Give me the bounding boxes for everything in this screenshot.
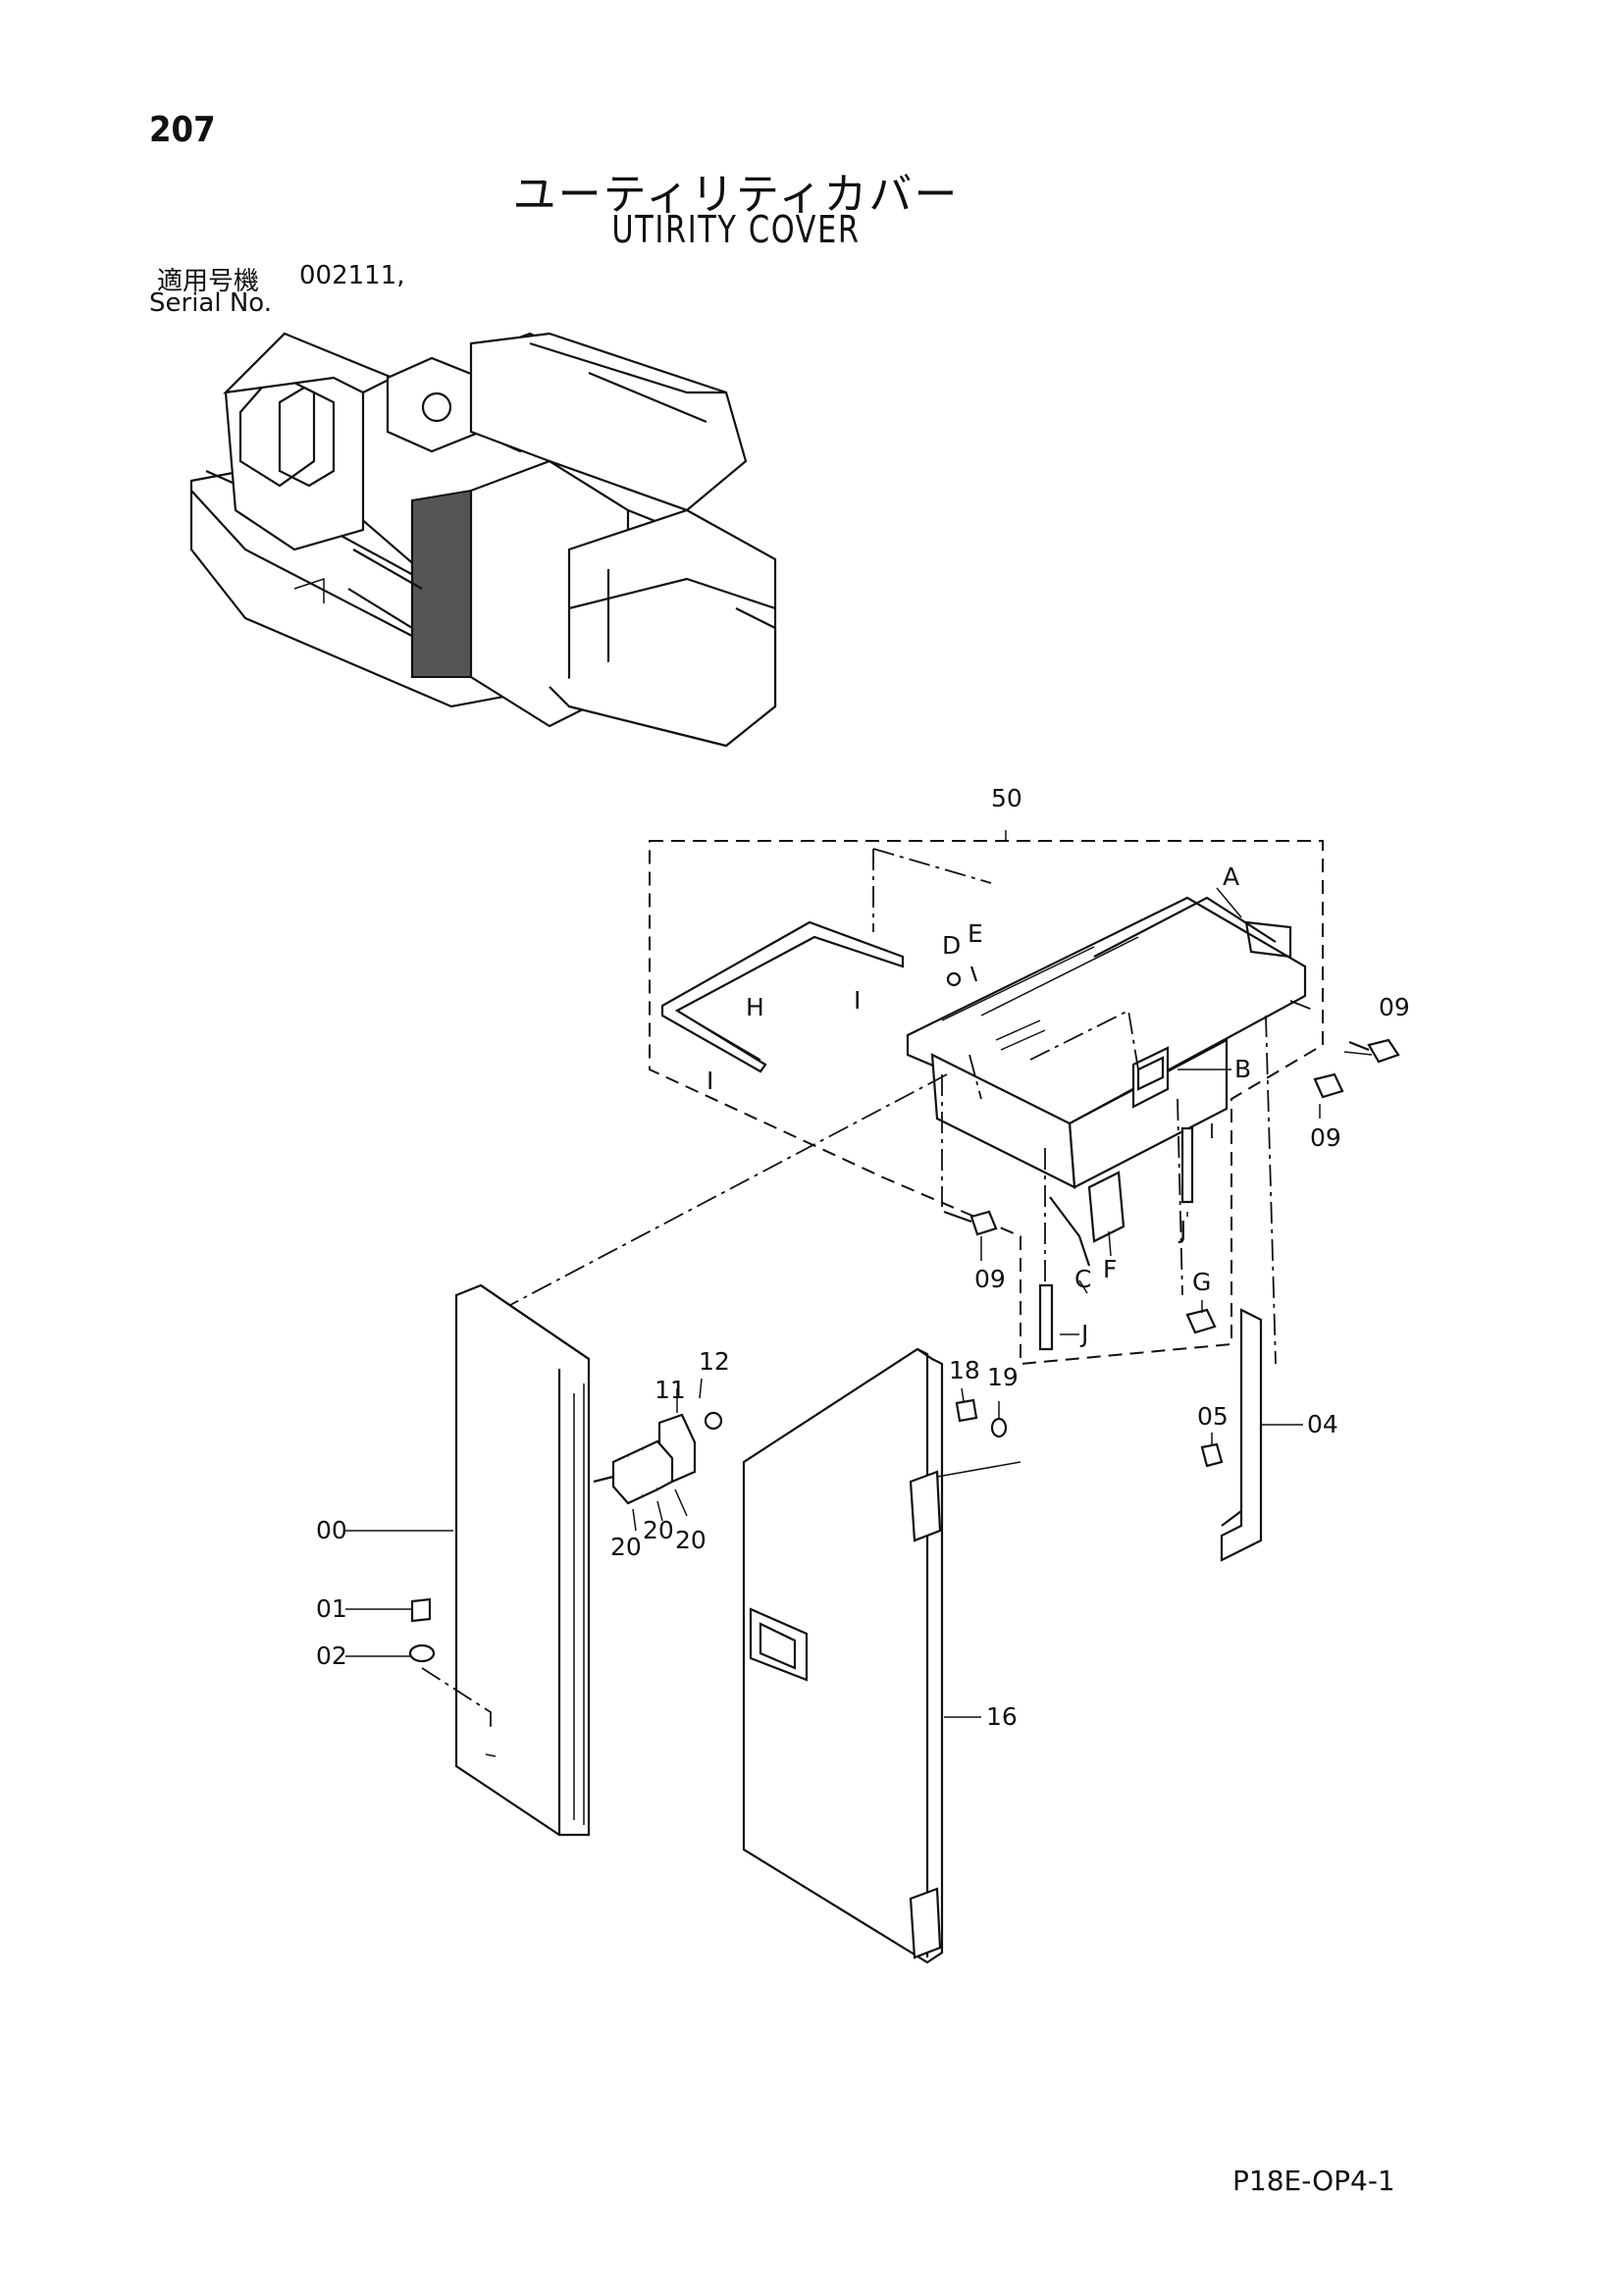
callout-19: 19 (987, 1363, 1019, 1391)
serial-label-english: Serial No. (149, 288, 272, 318)
callout-f: F (1103, 1255, 1117, 1283)
callout-02: 02 (316, 1642, 347, 1670)
callout-i-lower: I (707, 1067, 713, 1095)
callout-09-right: 09 (1379, 993, 1410, 1021)
title-japanese: ユーティリティカバー (512, 170, 960, 220)
spacer-part-j-upper (1180, 1126, 1194, 1204)
callout-e: E (968, 919, 983, 948)
washer-02 (408, 1644, 436, 1663)
callout-g: G (1192, 1268, 1211, 1296)
screw-part-e (969, 965, 978, 982)
bolt-09-middle (1313, 1072, 1344, 1099)
serial-label-japanese: 適用号機 (157, 267, 260, 296)
bolt-18 (955, 1398, 978, 1423)
callout-b: B (1234, 1055, 1251, 1083)
drawing-code: P18E-OP4-1 (1232, 2165, 1395, 2197)
callout-05: 05 (1197, 1402, 1229, 1431)
callout-16: 16 (986, 1702, 1018, 1731)
bolt-01 (410, 1597, 432, 1623)
door-16 (742, 1347, 1021, 1964)
callout-j-lower: J (1079, 1320, 1088, 1348)
machine-overview-illustration (189, 332, 777, 748)
callout-09-left: 09 (974, 1265, 1006, 1293)
callout-20-left: 20 (610, 1533, 642, 1561)
callout-i-upper: I (854, 986, 861, 1015)
callout-a: A (1223, 862, 1239, 891)
callout-09-middle: 09 (1310, 1123, 1341, 1152)
washer-19 (990, 1417, 1008, 1438)
callout-d: D (942, 931, 961, 960)
callout-04: 04 (1307, 1410, 1338, 1438)
title-english: UTIRITY COVER (611, 208, 861, 251)
utility-box (906, 896, 1307, 1189)
spacer-part-j-lower (1038, 1283, 1054, 1351)
washer-part-d (946, 971, 962, 987)
serial-value: 002111, (299, 261, 405, 290)
door-panel-00 (421, 1283, 591, 1837)
callout-00: 00 (316, 1516, 347, 1544)
callout-j-upper: J (1178, 1216, 1186, 1244)
assembly-50-boundary (649, 830, 1324, 1366)
callout-12: 12 (699, 1347, 730, 1376)
bracket-04 (1220, 1308, 1263, 1562)
pin-part-c (1049, 1196, 1091, 1267)
callout-18: 18 (949, 1356, 980, 1384)
callout-20-right: 20 (675, 1526, 707, 1554)
callout-h: H (746, 993, 764, 1021)
callout-01: 01 (316, 1594, 347, 1623)
callout-20-middle: 20 (643, 1516, 674, 1544)
bolt-part-g (1185, 1308, 1217, 1334)
page-number: 207 (149, 110, 216, 150)
bolt-09-right (1348, 1038, 1400, 1064)
callout-c: C (1074, 1265, 1091, 1293)
bolt-09-left (943, 1210, 998, 1236)
callout-11: 11 (654, 1376, 686, 1404)
frame-part-h (660, 920, 905, 1073)
bolt-12 (704, 1411, 723, 1431)
callout-50: 50 (991, 784, 1022, 812)
bracket-part-f (1087, 1171, 1126, 1243)
shim-plates-20 (593, 1439, 674, 1505)
bolt-05 (1200, 1442, 1224, 1468)
